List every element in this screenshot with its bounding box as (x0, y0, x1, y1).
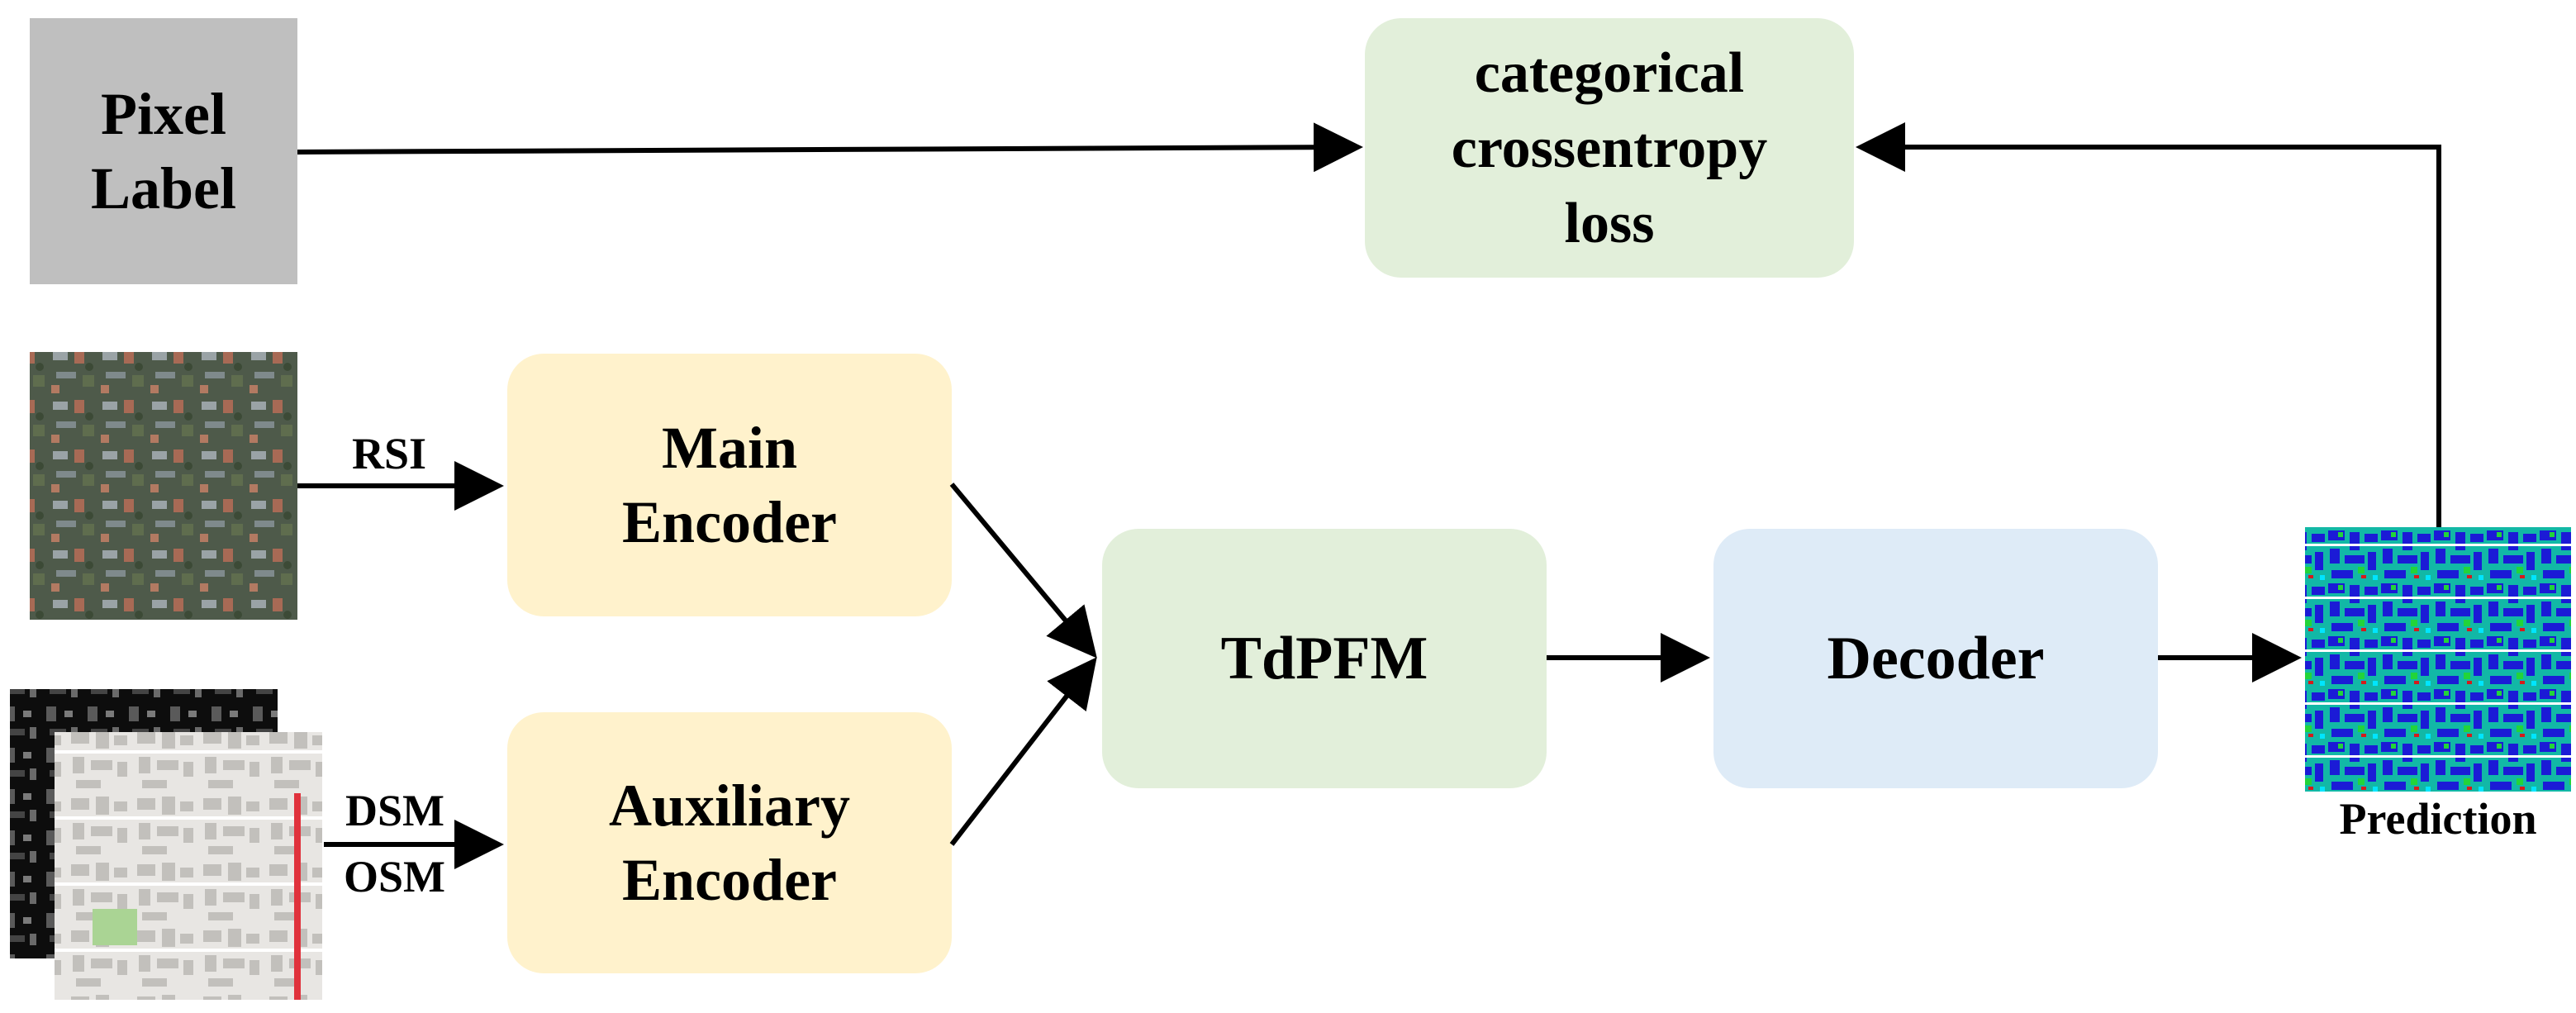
dsm-edge-label: DSM (345, 786, 444, 835)
tdpfm-label: TdPFM (1220, 624, 1428, 692)
main-encoder-line-1: Main (661, 415, 797, 481)
prediction-image (2305, 527, 2571, 792)
prediction-caption: Prediction (2339, 794, 2537, 844)
pixel-label-box (30, 18, 297, 284)
pixel-label-line-2: Label (90, 155, 237, 221)
main-encoder-line-2: Encoder (622, 489, 837, 555)
osm-main-road (294, 793, 301, 1000)
tdpfm-text: TdPFM (1102, 529, 1547, 788)
decoder-box (1713, 529, 2158, 788)
rsi-satellite-image (30, 352, 297, 620)
decoder-text: Decoder (1713, 529, 2158, 788)
loss-box (1365, 18, 1854, 278)
auxiliary-encoder-box (507, 712, 952, 973)
auxiliary-encoder-line-1: Auxiliary (608, 773, 850, 839)
pixel-label-text: Pixel Label (30, 18, 297, 284)
main-encoder-box (507, 354, 952, 616)
osm-park-area (93, 909, 137, 945)
auxiliary-encoder-text: Auxiliary Encoder (507, 712, 952, 973)
loss-text: categorical crossentropy loss (1365, 18, 1854, 278)
tdpfm-box (1102, 529, 1547, 788)
decoder-label: Decoder (1827, 624, 2045, 692)
loss-line-3: loss (1564, 191, 1655, 255)
loss-line-2: crossentropy (1451, 116, 1768, 180)
osm-map-image (55, 732, 322, 1000)
arrow-main-encoder-to-tdpfm (949, 483, 1097, 659)
arrow-pixel-label-to-loss (297, 122, 1363, 173)
rsi-edge-label: RSI (352, 429, 427, 478)
pixel-label-line-1: Pixel (101, 81, 226, 147)
auxiliary-encoder-line-2: Encoder (622, 847, 837, 913)
main-encoder-text: Main Encoder (507, 354, 952, 616)
arrow-prediction-to-loss (1856, 122, 2441, 527)
loss-line-1: categorical (1474, 40, 1745, 105)
arrow-aux-encoder-to-tdpfm (949, 657, 1097, 846)
osm-edge-label: OSM (344, 852, 446, 901)
